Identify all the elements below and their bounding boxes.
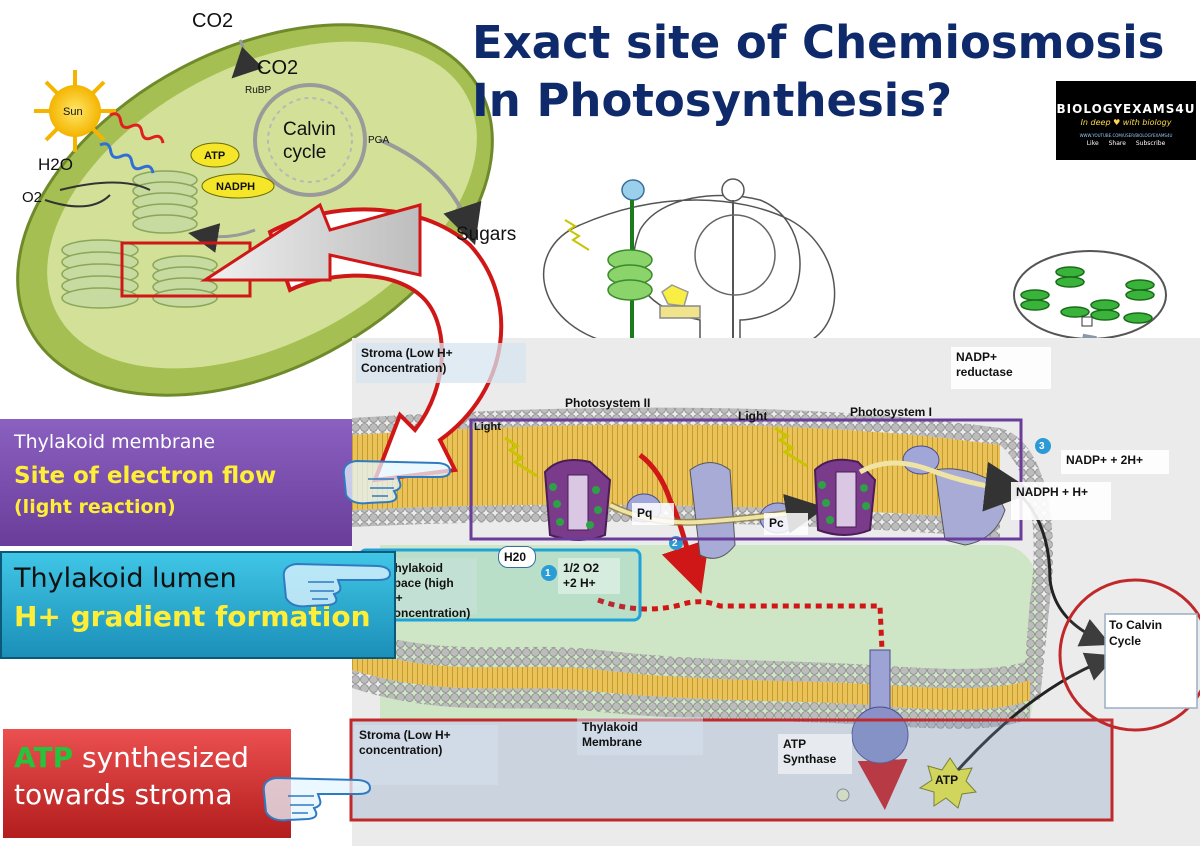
photosystem-ii-label: Photosystem II xyxy=(565,396,651,410)
logo-url: WWW.YOUTUBE.COM/USER/BIOLOGYEXAMS4U xyxy=(1079,133,1173,138)
thylakoid-membrane-lower xyxy=(352,628,1030,729)
pointing-hand-icon xyxy=(262,776,372,822)
atp-synthase-label: ATP Synthase xyxy=(778,734,852,774)
stroma-bottom-label: Stroma (Low H+ concentration) xyxy=(354,725,498,785)
co2-inner-label: CO2 xyxy=(257,57,299,79)
photosystem-i-complex xyxy=(774,426,1035,546)
atp-callout-rest: synthesized xyxy=(73,741,249,774)
membrane-callout-site: Site of electron flow xyxy=(14,463,277,489)
step-1-marker: 1 xyxy=(545,568,551,579)
title-line-1: Exact site of Chemiosmosis xyxy=(472,16,1165,69)
membrane-callout-title: Thylakoid membrane xyxy=(14,431,216,453)
atp-callout-line-2: towards stroma xyxy=(14,778,233,811)
step-2-marker: 2 xyxy=(672,538,678,549)
co2-outer-label: CO2 xyxy=(192,10,234,32)
water-split-label: 1/2 O2 +2 H+ xyxy=(558,558,620,594)
atp-callout-line-1: ATP synthesized xyxy=(14,741,291,774)
stroma-top-label: Stroma (Low H+ Concentration) xyxy=(356,343,526,383)
logo-name: BIOLOGYEXAMS4U xyxy=(1056,102,1196,116)
pc-label: Pc xyxy=(764,513,808,535)
light-label-2: Light xyxy=(738,409,768,423)
to-calvin-label: To Calvin Cycle xyxy=(1109,618,1163,648)
photosystem-i-label: Photosystem I xyxy=(850,405,933,419)
h2o-diagram-label: H20 xyxy=(498,546,536,568)
sugars-label: Sugars xyxy=(456,224,517,245)
membrane-highlight-frame xyxy=(469,418,1023,541)
photosystem-ii-complex xyxy=(504,436,826,594)
thylakoid-membrane-label: Thylakoid Membrane xyxy=(577,717,703,755)
channel-logo: BIOLOGYEXAMS4U In deep ♥ with biology WW… xyxy=(1056,81,1196,160)
logo-subscribe: Subscribe xyxy=(1135,140,1166,147)
chloroplast-illustration xyxy=(16,23,494,397)
atp-pill-label: ATP xyxy=(204,150,226,162)
pointing-hand-icon xyxy=(282,562,392,608)
pointing-hand-icon xyxy=(342,459,452,505)
title-line-2: In Photosynthesis? xyxy=(472,74,953,127)
membrane-callout: Thylakoid membrane Site of electron flow… xyxy=(0,419,352,546)
logo-actions: Like Share Subscribe xyxy=(1056,140,1196,147)
sun-label: Sun xyxy=(63,106,83,118)
curved-arrow-icon xyxy=(199,202,504,483)
nadp-reaction-label: NADP+ + 2H+ xyxy=(1061,450,1169,474)
calvin-cycle-label: Calvin cycle xyxy=(283,119,336,163)
logo-tagline: In deep ♥ with biology xyxy=(1080,118,1172,127)
pga-label: PGA xyxy=(368,135,390,146)
atp-product-label: ATP xyxy=(935,773,959,787)
nadp-reductase-label: NADP+ reductase xyxy=(951,347,1051,389)
page-title: Exact site of Chemiosmosis In Photosynth… xyxy=(472,14,1172,130)
h2o-label: H2O xyxy=(38,155,73,174)
logo-share: Share xyxy=(1108,140,1126,147)
light-label-1: Light xyxy=(474,421,501,433)
logo-like: Like xyxy=(1086,140,1099,147)
atp-callout: ATP synthesized towards stroma xyxy=(3,729,291,838)
sun-icon xyxy=(34,70,116,152)
nadph-product-label: NADPH + H+ xyxy=(1011,482,1111,520)
o2-label: O2 xyxy=(22,189,43,206)
step-3-marker: 3 xyxy=(1039,441,1045,452)
pq-label: Pq xyxy=(632,503,674,525)
rubp-label: RuBP xyxy=(245,85,272,96)
atp-callout-word: ATP xyxy=(14,741,74,774)
lumen-callout-title: Thylakoid lumen xyxy=(14,563,237,594)
nadph-pill-label: NADPH xyxy=(216,181,256,193)
membrane-callout-note: (light reaction) xyxy=(14,496,176,518)
